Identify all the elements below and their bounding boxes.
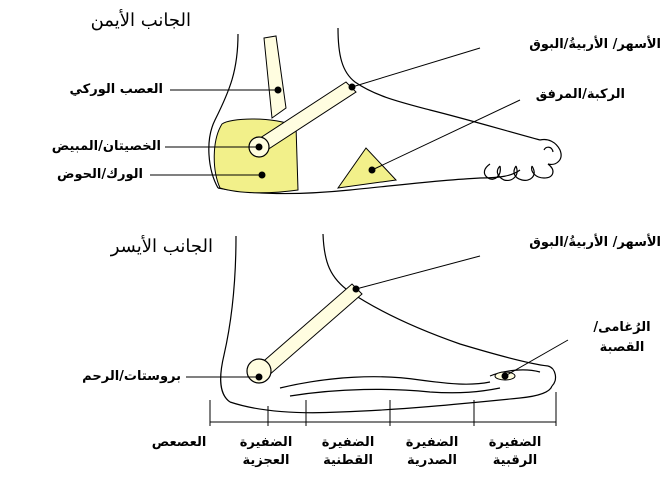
dot-sciatic (275, 87, 281, 93)
dot-knee-elbow (369, 167, 375, 173)
spine-segment-sacral-line1: الضفيرة (226, 434, 306, 452)
left-achilles-band (258, 284, 362, 376)
dot-achilles-bottom (353, 286, 359, 292)
left-foot-arch-line-1 (280, 377, 490, 388)
label-knee-elbow: الركبة/المرفق (536, 88, 625, 101)
label-prostate-uterus: بروستات/الرحم (82, 370, 181, 383)
dot-prostate-uterus (256, 374, 262, 380)
spine-segment-lumbar: الضفيرة القطنية (306, 434, 390, 469)
spine-segment-cervical-line1: الضفيرة (474, 434, 556, 452)
spine-segment-thoracic: الضفيرة الصدرية (390, 434, 474, 469)
right-foot-big-toe (540, 139, 561, 164)
dot-testes-ovary (256, 144, 262, 150)
spine-segment-thoracic-line1: الضفيرة (390, 434, 474, 452)
leader-achilles-bottom (356, 256, 480, 289)
left-foot-arch-line-2 (290, 388, 500, 396)
left-side-title: الجانب الأيسر (111, 238, 213, 256)
left-foot-instep-outline (323, 234, 548, 366)
spine-segment-sacral: الضفيرة العجزية (226, 434, 306, 469)
right-side-title: الجانب الأيمن (91, 12, 191, 30)
dot-achilles-top (349, 84, 355, 90)
label-achilles-top: الأسهر/ الأربيةُ/البوق (529, 38, 661, 51)
dot-hip-pelvis (259, 172, 265, 178)
label-testes-ovary: الخصيتان/المبيض (52, 140, 161, 153)
label-achilles-bottom: الأسهر/ الأربيةُ/البوق (529, 236, 661, 249)
right-foot-instep-outline (338, 28, 540, 140)
leader-achilles-top (352, 48, 480, 87)
label-larynx-trachea: الرُغامى/ القصبة (587, 318, 657, 357)
right-knee-elbow-zone (338, 148, 396, 188)
spine-segment-coccyx: العصعص (134, 434, 224, 452)
right-sciatic-strip (264, 36, 286, 118)
left-foot-toe (548, 366, 555, 386)
spine-segment-cervical-line2: الرقبية (474, 452, 556, 470)
spine-segment-lumbar-line2: القطنية (306, 452, 390, 470)
spine-segment-thoracic-line2: الصدرية (390, 452, 474, 470)
right-foot-toenail (544, 147, 553, 152)
right-foot-toe-2 (532, 164, 553, 178)
label-sciatic: العصب الوركي (70, 83, 163, 96)
leader-knee-elbow (372, 100, 520, 170)
spine-segment-sacral-line2: العجزية (226, 452, 306, 470)
label-hip-pelvis: الورك/الحوض (57, 168, 143, 181)
spine-segment-cervical: الضفيرة الرقبية (474, 434, 556, 469)
spine-segment-lumbar-line1: الضفيرة (306, 434, 390, 452)
dot-larynx-trachea (502, 373, 508, 379)
left-foot (221, 234, 556, 413)
